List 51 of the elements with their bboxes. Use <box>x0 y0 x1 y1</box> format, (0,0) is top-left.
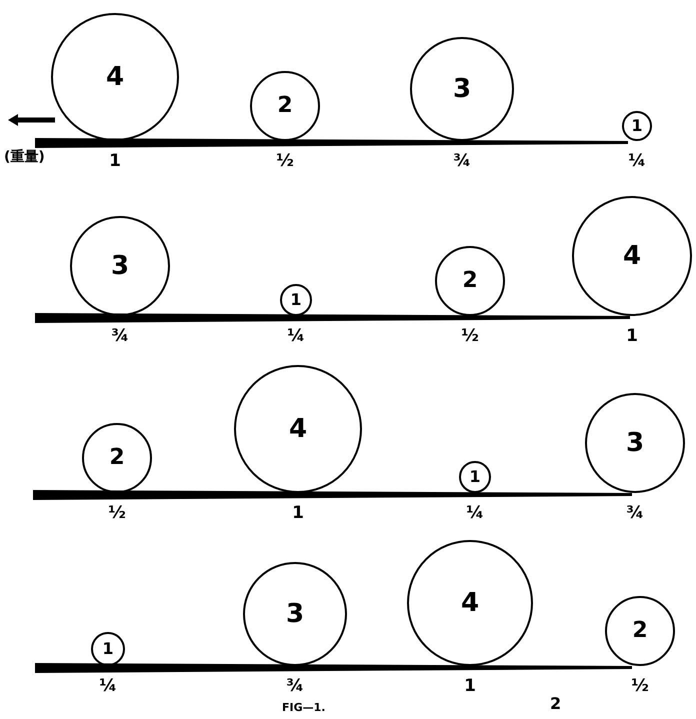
note-number: 2 <box>550 696 562 712</box>
circle-number: 2 <box>462 270 478 292</box>
circle-number: 4 <box>622 243 642 269</box>
weight-circle <box>243 562 347 666</box>
weight-fraction: 1 <box>464 678 476 695</box>
weight-fraction: ½ <box>108 505 126 522</box>
axis-note: (重量) <box>4 150 45 164</box>
weight-fraction: ½ <box>276 153 294 170</box>
weight-fraction: 1 <box>626 328 638 345</box>
weight-circle <box>280 284 312 316</box>
weight-fraction: 1 <box>109 153 121 170</box>
weight-fraction: ½ <box>461 328 479 345</box>
circle-number: 2 <box>277 95 293 117</box>
circle-number: 4 <box>460 590 480 616</box>
circle-number: 1 <box>290 292 302 308</box>
weight-fraction: ½ <box>631 678 649 695</box>
weight-circle <box>410 37 514 141</box>
weight-circle <box>407 540 533 666</box>
figure-caption: FIG—1. <box>282 702 326 713</box>
circle-number: 3 <box>452 76 472 102</box>
weight-fraction: ¼ <box>466 505 484 522</box>
circle-number: 1 <box>631 118 643 134</box>
weight-circle <box>82 423 152 493</box>
circle-number: 3 <box>110 253 130 279</box>
circle-number: 4 <box>288 416 308 442</box>
circle-number: 1 <box>469 469 481 485</box>
weight-circle <box>585 393 685 493</box>
weight-circle <box>459 461 491 493</box>
circle-number: 2 <box>632 620 648 642</box>
weight-circle <box>572 196 692 316</box>
weight-circle <box>622 111 652 141</box>
circle-number: 3 <box>626 430 644 456</box>
weight-circle <box>234 365 362 493</box>
weight-circle <box>51 13 179 141</box>
weight-circle <box>91 632 125 666</box>
weight-fraction: ¼ <box>99 678 117 695</box>
weight-fraction: ¾ <box>626 505 644 522</box>
circle-number: 1 <box>102 641 114 657</box>
circle-number: 3 <box>286 601 304 627</box>
weight-fraction: ¼ <box>628 153 646 170</box>
weight-fraction: ¼ <box>287 328 305 345</box>
weight-fraction: ¾ <box>453 153 471 170</box>
weight-circle <box>605 596 675 666</box>
weight-circle <box>435 246 505 316</box>
weight-fraction: ¾ <box>111 328 129 345</box>
circle-number: 2 <box>109 447 125 469</box>
weight-circle <box>70 216 170 316</box>
circle-number: 4 <box>106 64 124 90</box>
weight-fraction: 1 <box>292 505 304 522</box>
weight-circle <box>250 71 320 141</box>
weight-fraction: ¾ <box>286 678 304 695</box>
